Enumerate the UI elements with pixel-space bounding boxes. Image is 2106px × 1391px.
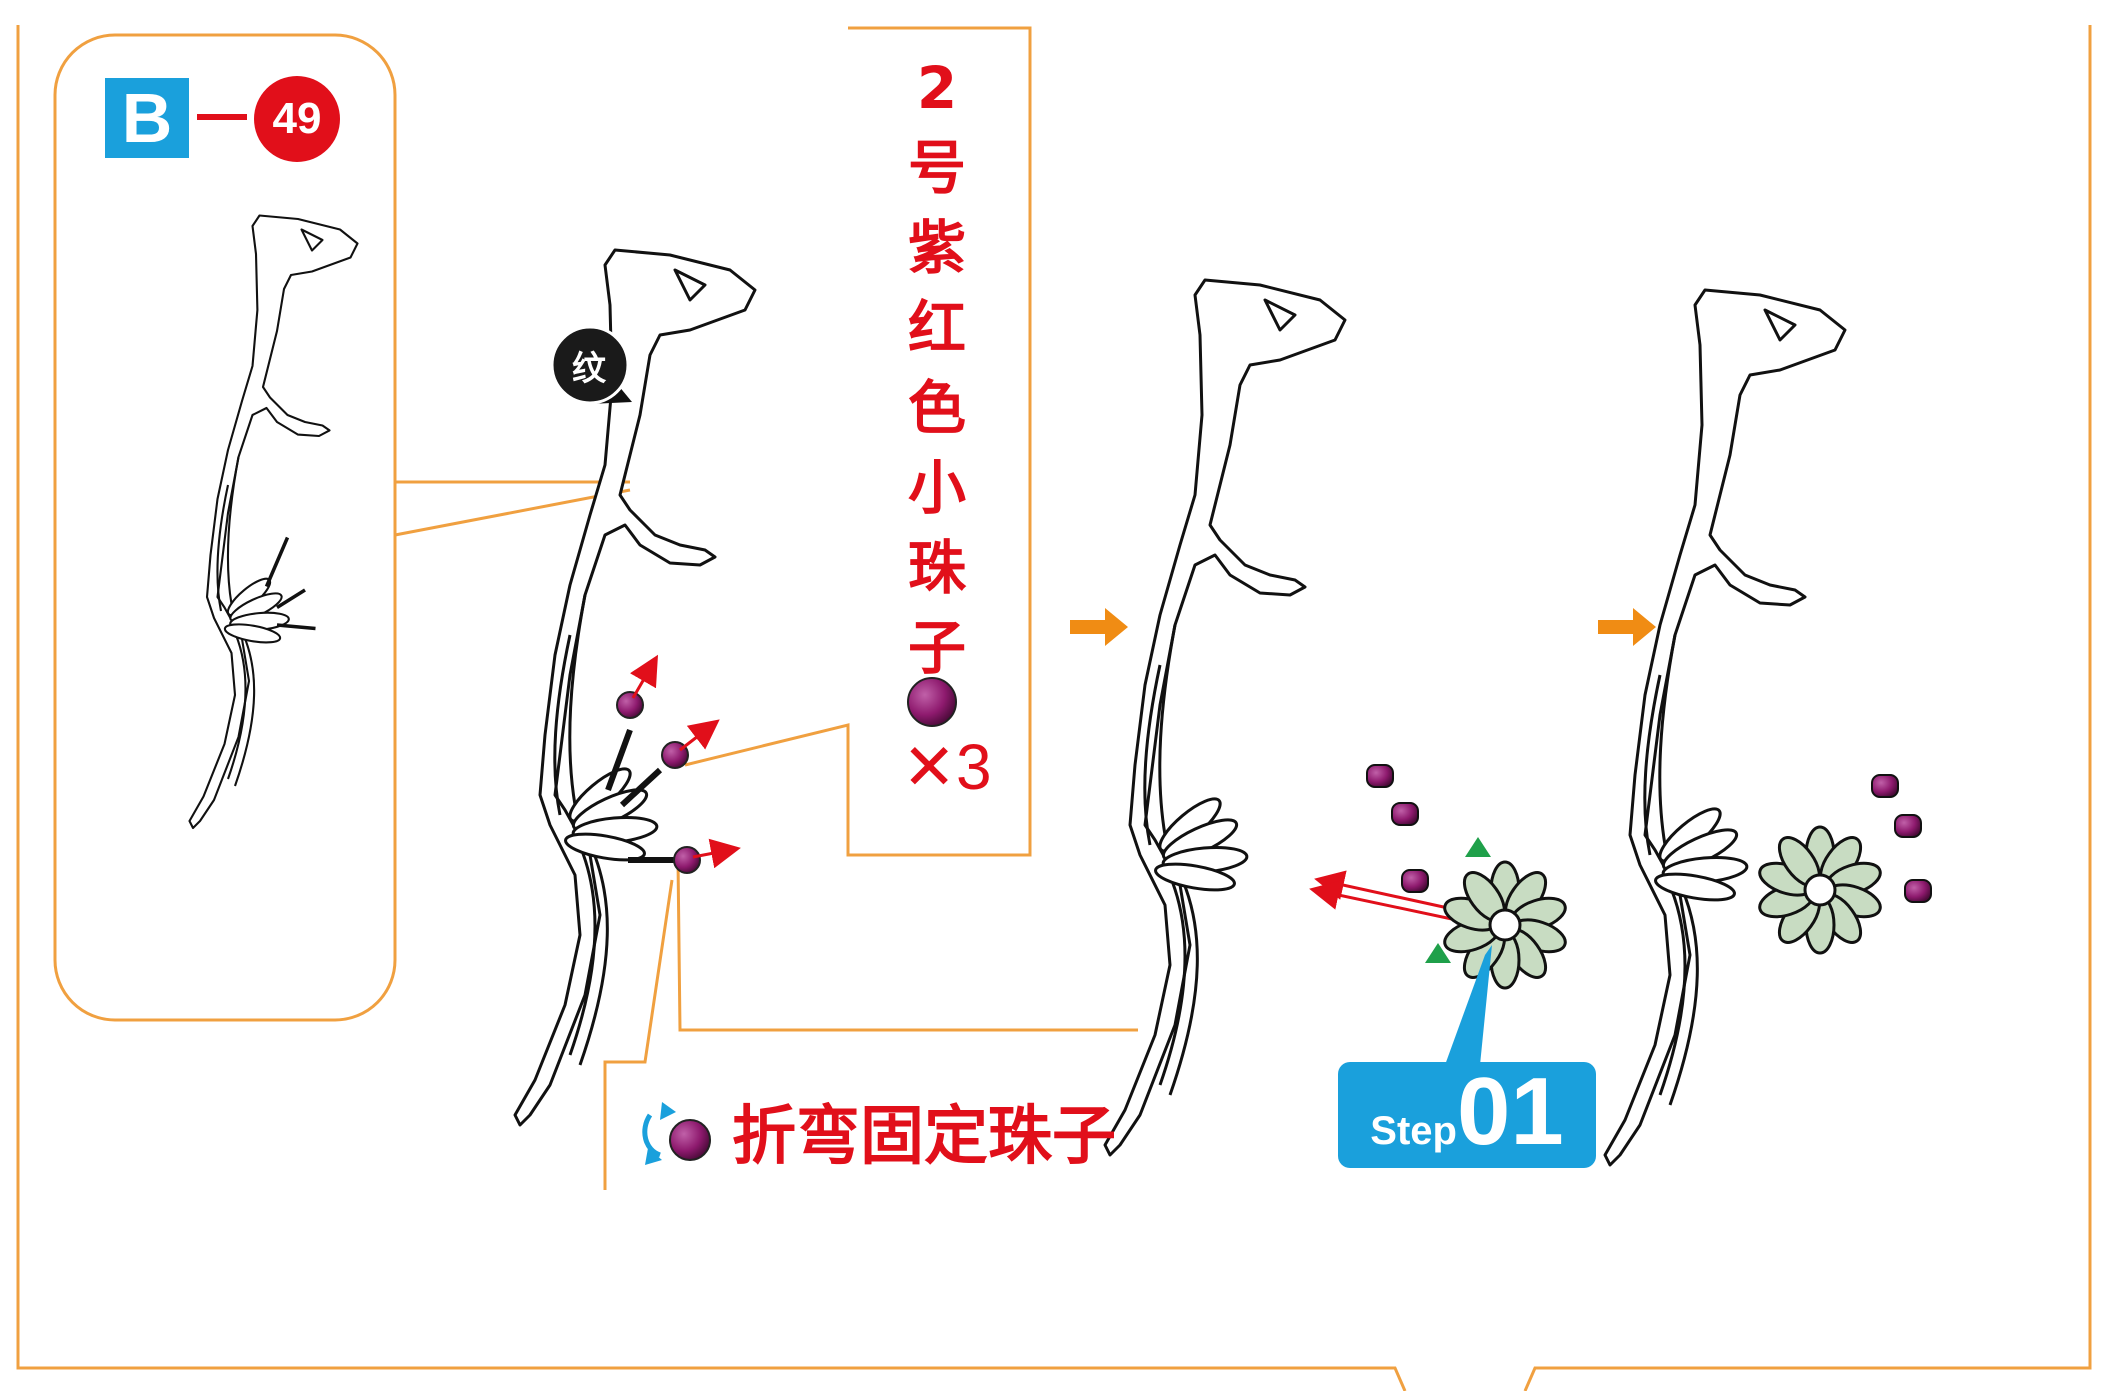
- fold-instruction: 折弯固定珠子: [732, 1100, 1116, 1174]
- stem-stage-2: [1103, 278, 1567, 1157]
- flower-piece: [1443, 860, 1567, 990]
- fold-bead-icon: [642, 1102, 711, 1165]
- bead-title-char: 红: [907, 294, 966, 362]
- bead-title-char: 小: [907, 454, 966, 522]
- page-frame: [16, 25, 2092, 1391]
- part-number-badge: 49: [254, 76, 340, 162]
- texture-callout: [550, 325, 632, 405]
- bead-stage-1: [616, 691, 701, 874]
- bead-title-char: 子: [907, 614, 966, 682]
- texture-callout-label: 纹: [572, 348, 606, 389]
- stem-stage-1: [513, 248, 757, 1127]
- bead-title-char: 紫: [907, 214, 966, 282]
- bead-count: ✕3: [902, 731, 992, 803]
- bead-title-char: 色: [907, 374, 966, 442]
- next-arrow: [1070, 608, 1656, 646]
- bead-label-box: [684, 26, 1032, 857]
- flower-attached: [1758, 825, 1882, 955]
- bead-stage-2: [1366, 764, 1429, 893]
- bead-title-char: 号: [907, 134, 966, 202]
- step-label: Step: [1370, 1109, 1457, 1153]
- bead-title: 2 号 紫 红 色 小 珠 子: [862, 48, 1012, 688]
- bead-title-char: 珠: [907, 534, 966, 602]
- step-pointer: [1445, 945, 1492, 1065]
- step-badge: Step 01: [1338, 1062, 1596, 1168]
- stem-part-inset: [188, 214, 359, 830]
- part-letter-badge: B: [105, 78, 189, 158]
- fold-label-box: [603, 859, 1138, 1190]
- stem-stage-3: [1603, 288, 1932, 1167]
- insert-arrow: [629, 654, 741, 869]
- bead-stage-3: [1871, 774, 1932, 903]
- zoom-connector: [394, 480, 631, 537]
- step-number: 01: [1456, 1058, 1564, 1165]
- part-dash: [197, 114, 247, 120]
- bead-legend-icon: [907, 677, 957, 727]
- bead-title-char: 2: [916, 54, 958, 122]
- alignment-marker: [1425, 837, 1491, 963]
